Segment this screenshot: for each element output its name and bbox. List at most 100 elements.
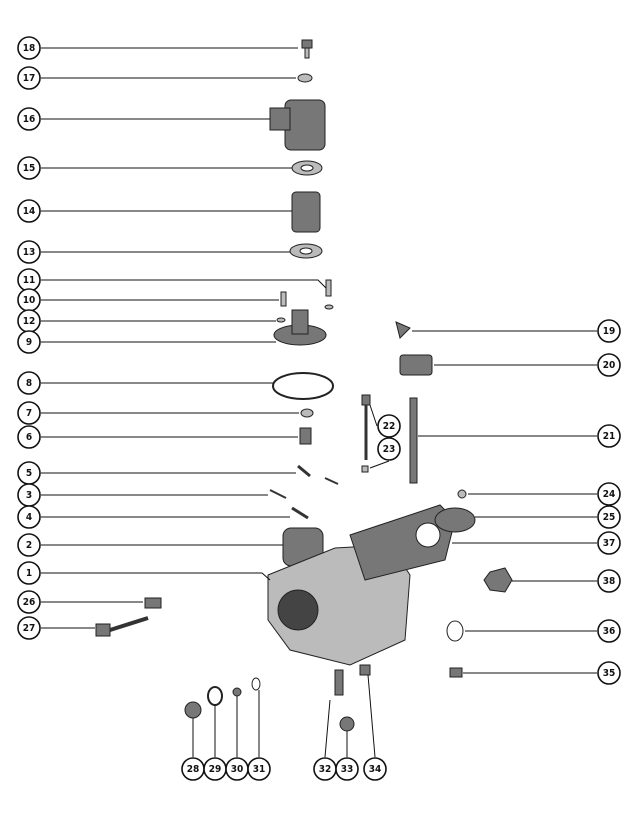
callout-number: 5 [26, 468, 32, 479]
part-cover-9-neck [291, 309, 309, 335]
callout-number: 12 [23, 316, 36, 327]
callout-number: 26 [23, 597, 36, 608]
callout-17: 17 [17, 66, 41, 90]
parts [95, 39, 513, 732]
callout-circle [17, 590, 41, 614]
part-bowl-16 [284, 99, 326, 151]
callout-circle [17, 156, 41, 180]
callout-circle [597, 531, 621, 555]
callout-number: 35 [603, 668, 616, 679]
part-gasket-29 [207, 686, 223, 706]
callout-2: 2 [17, 533, 41, 557]
callout-number: 23 [383, 444, 396, 455]
callout-number: 15 [23, 163, 36, 174]
callout-circle [363, 757, 387, 781]
part-screw-27-head [95, 623, 111, 637]
callout-5: 5 [17, 461, 41, 485]
callout-circle [17, 401, 41, 425]
callout-circle [17, 66, 41, 90]
callout-circle [17, 533, 41, 557]
part-30 [232, 687, 242, 697]
part-washer-12 [276, 317, 286, 323]
part-screw-35 [449, 667, 463, 678]
part-spring-26 [144, 597, 162, 609]
callout-number: 33 [341, 764, 354, 775]
callout-number: 22 [383, 421, 396, 432]
callout-number: 21 [603, 431, 616, 442]
part-screw-18 [301, 39, 313, 49]
callout-34: 34 [363, 757, 387, 781]
part-screw-11 [325, 279, 332, 297]
leader-line-32 [324, 699, 331, 758]
part-gasket-13-hole [299, 247, 313, 255]
leader-lines [41, 47, 597, 758]
callout-21: 21 [597, 424, 621, 448]
callout-4: 4 [17, 505, 41, 529]
part-filter-14 [291, 191, 321, 233]
part-tip-19 [395, 321, 411, 339]
part-rod-21 [409, 397, 418, 484]
callout-19: 19 [597, 319, 621, 343]
part-24 [457, 489, 467, 499]
callout-circle [17, 107, 41, 131]
callout-circle [597, 505, 621, 529]
callout-number: 13 [23, 247, 36, 258]
part-gasket-15-hole [300, 164, 314, 172]
callout-35: 35 [597, 661, 621, 685]
callout-37: 37 [597, 531, 621, 555]
callout-16: 16 [17, 107, 41, 131]
leader-line-23 [369, 460, 390, 469]
part-screw-10 [280, 291, 287, 307]
callout-26: 26 [17, 590, 41, 614]
part-pin-5 [324, 477, 339, 485]
part-pin-3 [269, 489, 287, 499]
callout-circle [17, 505, 41, 529]
callout-8: 8 [17, 371, 41, 395]
callout-18: 18 [17, 36, 41, 60]
callout-number: 14 [23, 206, 36, 217]
callout-13: 13 [17, 240, 41, 264]
callout-circle [17, 199, 41, 223]
callout-number: 10 [23, 295, 36, 306]
part-float-arm-5 [297, 464, 311, 478]
callout-1: 1 [17, 561, 41, 585]
callout-circle [17, 371, 41, 395]
callout-number: 11 [23, 275, 36, 286]
callout-circle [335, 757, 359, 781]
callout-27: 27 [17, 616, 41, 640]
part-plate-25 [434, 507, 476, 533]
callout-circle [17, 616, 41, 640]
part-34 [359, 664, 371, 676]
callout-12: 12 [17, 309, 41, 333]
leader-line-34 [367, 674, 376, 758]
callout-number: 37 [603, 538, 616, 549]
callout-9: 9 [17, 330, 41, 354]
callout-circle [597, 482, 621, 506]
callout-3: 3 [17, 483, 41, 507]
callout-number: 38 [603, 576, 616, 587]
callout-6: 6 [17, 425, 41, 449]
callout-number: 9 [26, 337, 32, 348]
part-washer-11 [324, 304, 334, 310]
callout-circle [597, 619, 621, 643]
callout-circle [17, 240, 41, 264]
callout-29: 29 [203, 757, 227, 781]
callout-circle [17, 36, 41, 60]
callout-36: 36 [597, 619, 621, 643]
callout-23: 23 [377, 437, 401, 461]
callout-number: 32 [319, 764, 332, 775]
callout-11: 11 [17, 268, 41, 292]
part-screw-27 [109, 616, 149, 632]
callout-7: 7 [17, 401, 41, 425]
callouts: 1817161514131110129876534212627192021242… [17, 36, 621, 781]
part-washer-7 [300, 408, 314, 418]
callout-number: 6 [26, 432, 32, 443]
part-screw-18-shank [304, 47, 310, 59]
callout-31: 31 [247, 757, 271, 781]
callout-circle [597, 569, 621, 593]
callout-number: 27 [23, 623, 36, 634]
callout-number: 36 [603, 626, 616, 637]
part-oring-31 [251, 677, 261, 691]
callout-circle [17, 330, 41, 354]
